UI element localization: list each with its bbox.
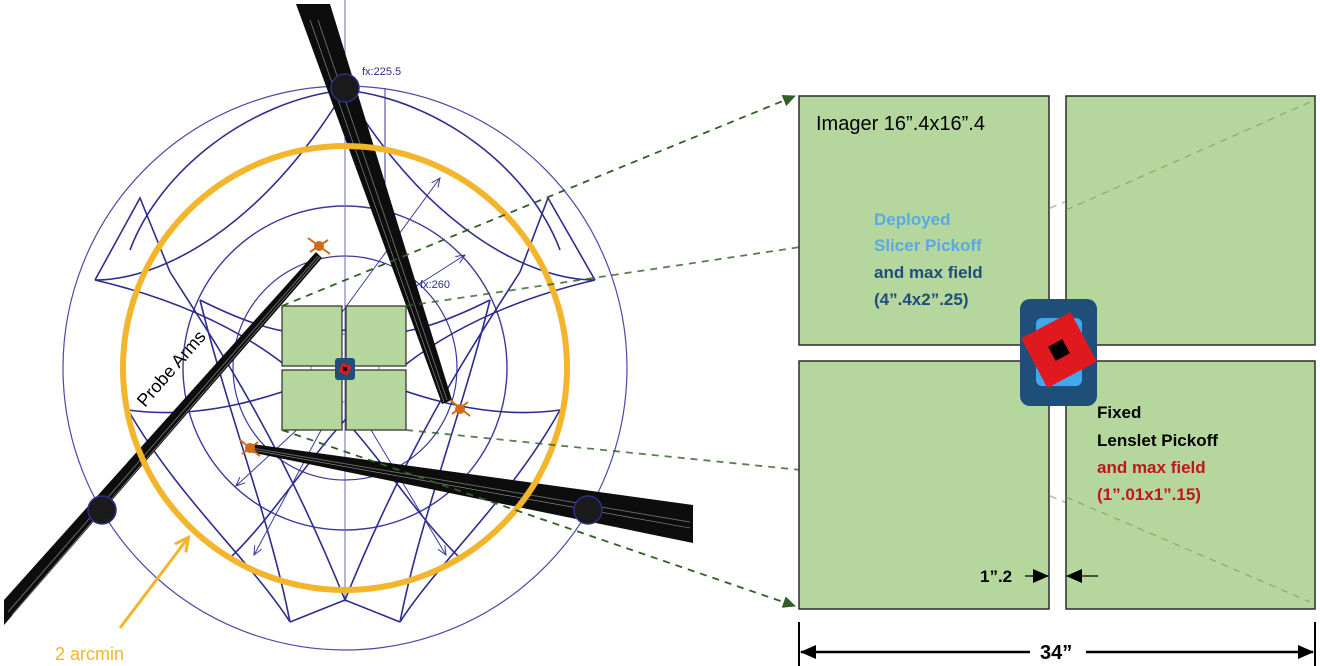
probe-pivot-top	[330, 73, 360, 103]
probe-arm-top	[296, 4, 452, 404]
gap-label: 1”.2	[980, 567, 1012, 586]
mini-detector-tl	[281, 305, 343, 367]
detector-bottom-right	[1065, 360, 1316, 610]
connector-mid-upper	[405, 209, 1049, 307]
probe-tip-left	[307, 237, 331, 255]
slicer-label-line3: and max field	[874, 263, 983, 282]
mini-lenslet-core	[343, 367, 347, 371]
probe-tip-top	[449, 399, 471, 417]
probe-arms	[4, 4, 693, 625]
width-label: 34”	[1040, 642, 1072, 664]
dimension-label-225: fx:225.5	[362, 66, 401, 78]
mini-detector-array	[281, 305, 407, 431]
slicer-label-line4: (4”.4x2”.25)	[874, 290, 969, 309]
probe-pivot-right	[573, 495, 603, 525]
imager-layout: Imager 16”.4x16”.4 Deployed Slicer Picko…	[798, 95, 1316, 666]
connector-bottom	[281, 429, 796, 608]
lenslet-label-line4: (1”.01x1”.15)	[1097, 485, 1201, 504]
lenslet-label-line3: and max field	[1097, 458, 1206, 477]
probe-tip-right	[239, 439, 261, 457]
cad-view: fx:225.5 fx:260	[4, 0, 693, 664]
probe-pivot-left	[87, 495, 117, 525]
connector-top	[281, 94, 796, 307]
ring-pointer-arrow	[118, 538, 188, 629]
two-arcmin-ring	[120, 143, 570, 593]
detector-top-left	[798, 95, 1050, 346]
lenslet-label-line2: Lenslet Pickoff	[1097, 431, 1218, 450]
imager-label: Imager 16”.4x16”.4	[816, 113, 985, 135]
slicer-label-line1: Deployed	[874, 210, 951, 229]
detector-bottom-left	[798, 360, 1050, 610]
detector-top-right	[1065, 95, 1316, 346]
slicer-label-line2: Slicer Pickoff	[874, 236, 982, 255]
lenslet-label-line1: Fixed	[1097, 403, 1141, 422]
lenslet-core	[1048, 339, 1070, 361]
mini-detector-br	[345, 369, 407, 431]
mini-detector-tr	[345, 305, 407, 367]
ring-label: 2 arcmin	[55, 644, 124, 664]
dimension-label-260: fx:260	[420, 279, 450, 291]
mini-detector-bl	[281, 369, 343, 431]
